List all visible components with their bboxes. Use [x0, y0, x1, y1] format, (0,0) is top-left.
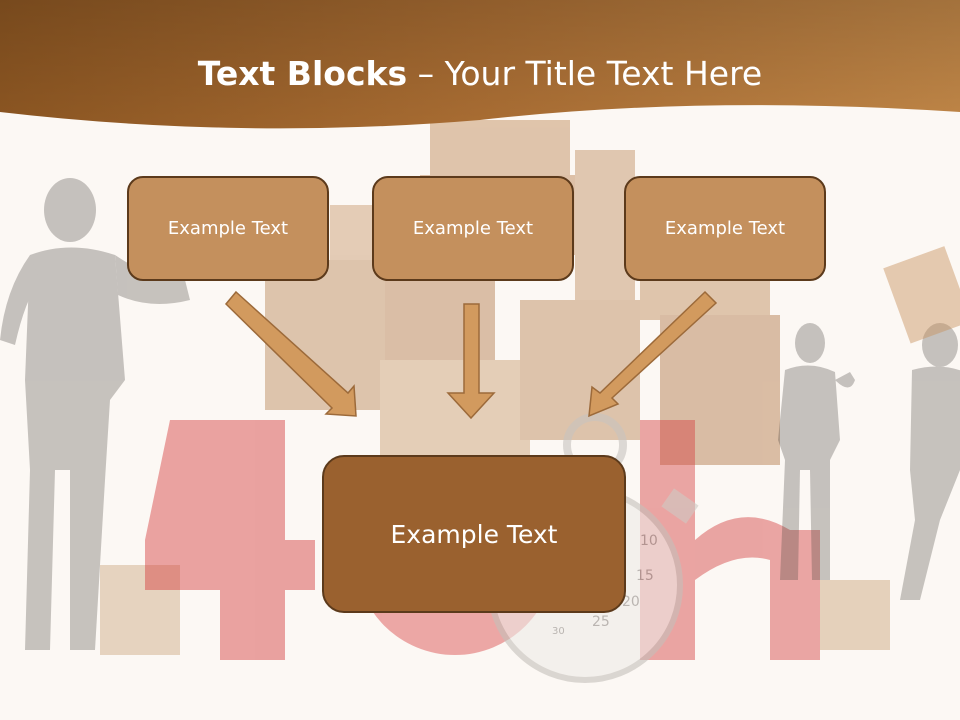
text-block-2-label: Example Text: [412, 218, 534, 239]
slide-title: Text Blocks – Your Title Text Here: [0, 52, 960, 96]
carried-box: [883, 246, 960, 344]
title-dash: –: [407, 54, 445, 93]
stopwatch-label-25: 25: [592, 614, 610, 630]
stopwatch-label-10: 10: [640, 533, 658, 549]
text-block-1[interactable]: Example Text: [127, 176, 329, 281]
stopwatch-label-30: 30: [552, 626, 565, 637]
stopwatch-label-20: 20: [622, 594, 640, 610]
text-block-3[interactable]: Example Text: [624, 176, 826, 281]
stopwatch-label-15: 15: [636, 568, 654, 584]
center-text-block-label: Example Text: [390, 519, 558, 549]
text-block-3-label: Example Text: [664, 218, 786, 239]
text-block-1-label: Example Text: [167, 218, 289, 239]
people-figures: [0, 178, 960, 650]
title-rest-part: Your Title Text Here: [444, 54, 763, 93]
title-bold-part: Text Blocks: [197, 54, 408, 93]
text-block-2[interactable]: Example Text: [372, 176, 574, 281]
center-text-block[interactable]: Example Text: [322, 455, 626, 613]
